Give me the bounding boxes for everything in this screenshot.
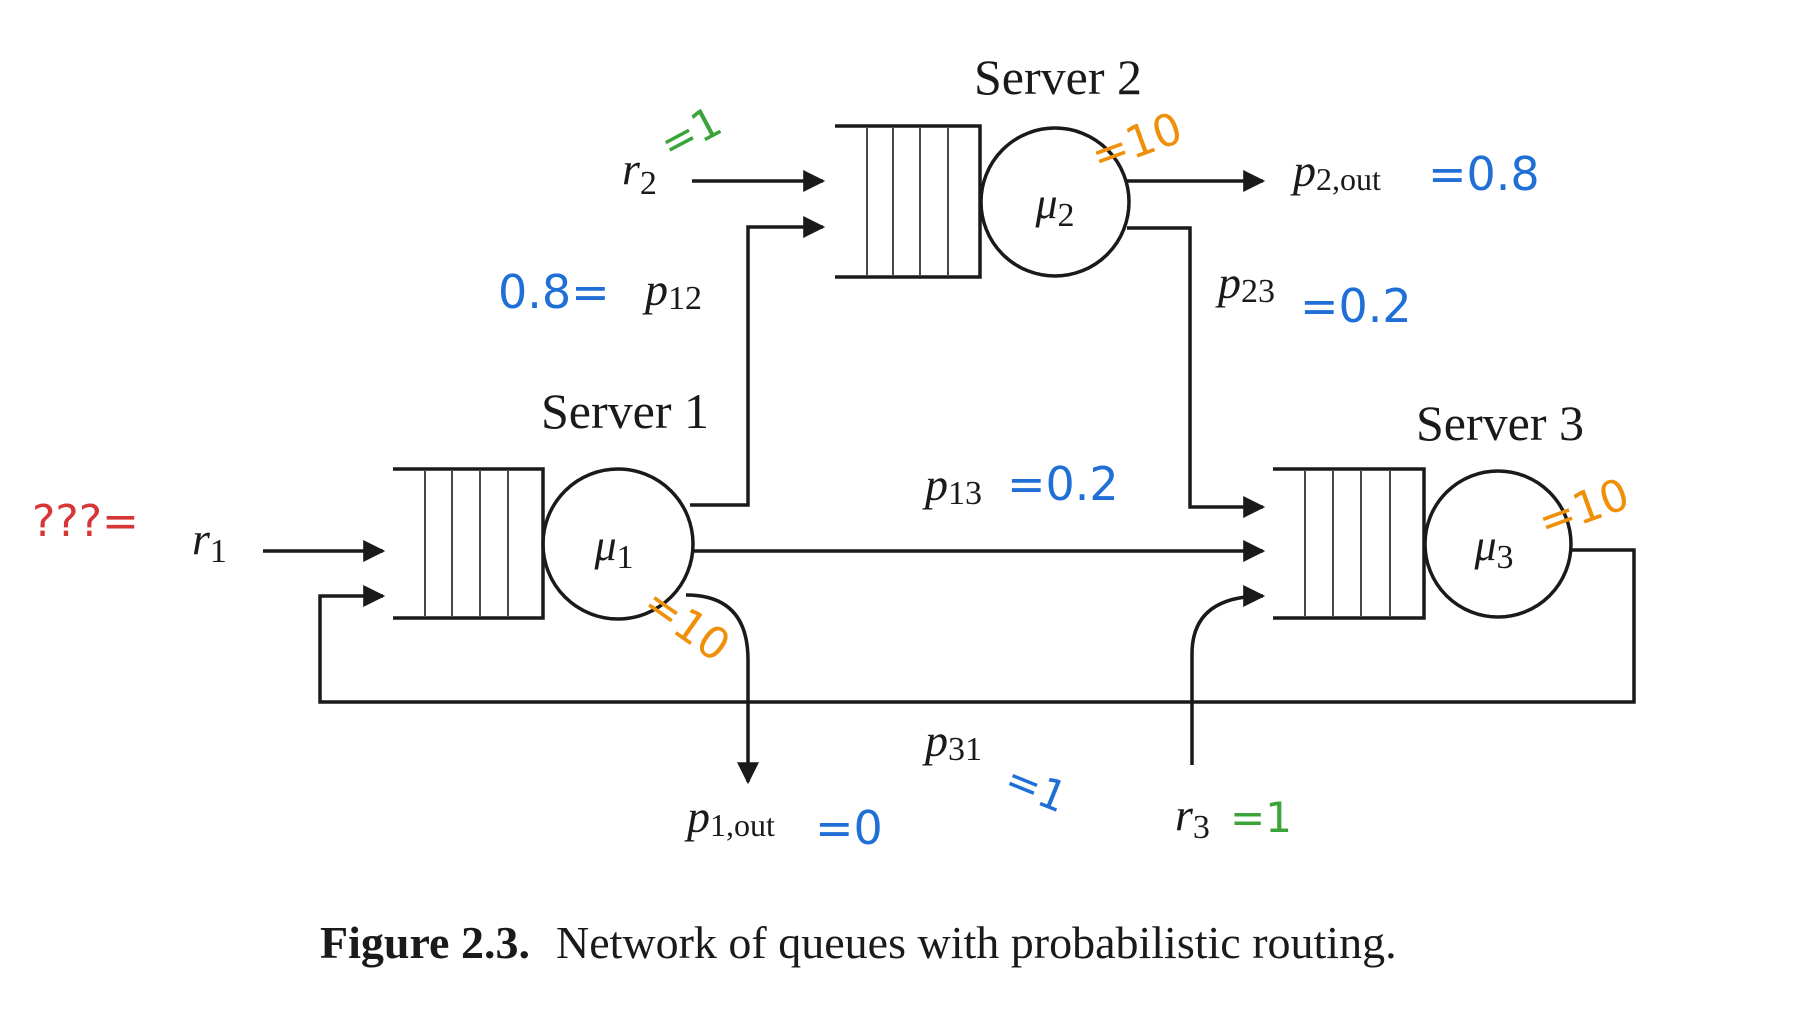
r3-arrow (1190, 585, 1266, 765)
server-2: Server 2 μ2 =10 (835, 49, 1189, 279)
figure-caption: Figure 2.3.Network of queues with probab… (320, 917, 1397, 968)
server-1-circle (541, 467, 695, 621)
r2-note: =1 (652, 96, 730, 168)
r2-label: r2 (622, 143, 657, 202)
server-2-title: Server 2 (974, 49, 1142, 105)
p31-label: p31 (922, 715, 982, 768)
p2out-note: =0.8 (1428, 147, 1540, 201)
p23-arrow (1127, 226, 1266, 518)
server-3: Server 3 μ3 =10 (1273, 395, 1636, 620)
p23-label: p23 (1215, 257, 1275, 310)
mu2-note: =10 (1084, 103, 1189, 183)
p12-note: 0.8= (498, 265, 610, 319)
mu1-note: =10 (634, 577, 739, 672)
server-2-queue (835, 124, 982, 279)
server-2-circle (979, 126, 1131, 278)
p1out-arrow (685, 593, 759, 785)
p31-arrow (318, 548, 1636, 704)
p12-arrow (690, 216, 826, 507)
server-3-title: Server 3 (1416, 395, 1584, 451)
server-1-title: Server 1 (541, 383, 709, 439)
r1-note: ???= (32, 496, 139, 547)
r3-label: r3 (1175, 789, 1210, 846)
mu2-label: μ2 (1034, 179, 1074, 234)
server-3-queue (1273, 467, 1426, 620)
p23-note: =0.2 (1300, 279, 1412, 333)
p13-label: p13 (922, 459, 982, 512)
server-1: Server 1 μ1 =10 (393, 383, 739, 672)
server-3-circle (1423, 469, 1573, 619)
p31-note: =1 (998, 754, 1074, 823)
p1out-note: =0 (815, 801, 883, 855)
mu3-note: =10 (1531, 469, 1636, 549)
r1-label: r1 (192, 513, 227, 570)
connections (263, 170, 1636, 785)
mu3-label: μ3 (1473, 521, 1513, 576)
server-1-queue (393, 467, 545, 620)
p2out-label: p2,out (1290, 145, 1381, 197)
p13-note: =0.2 (1007, 457, 1119, 511)
p1out-label: p1,out (684, 791, 775, 843)
p12-label: p12 (642, 264, 702, 317)
mu1-label: μ1 (593, 521, 633, 576)
r3-note: =1 (1230, 793, 1292, 842)
